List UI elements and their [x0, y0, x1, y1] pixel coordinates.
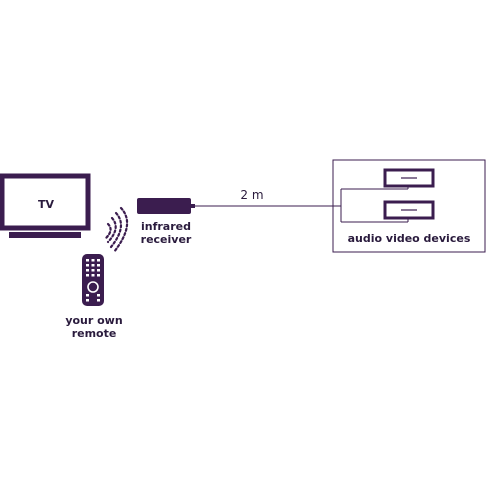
infrared-receiver-label: infrared receiver	[127, 220, 205, 246]
cable-length-label: 2 m	[240, 188, 264, 202]
remote-icon	[82, 254, 104, 306]
tv-label: TV	[37, 198, 55, 211]
infrared-signal-icon	[104, 206, 129, 254]
av-devices-box	[332, 159, 486, 253]
tv-icon	[0, 173, 91, 238]
av-devices-label: audio video devices	[347, 232, 471, 245]
infrared-receiver-label-line-2: receiver	[140, 233, 192, 246]
av-device-icon	[383, 200, 435, 220]
remote-label: your own remote	[52, 314, 136, 340]
remote-label-line-2: remote	[71, 327, 117, 340]
infrared-receiver-label-line-1: infrared	[141, 220, 191, 233]
remote-label-line-1: your own	[65, 314, 123, 327]
infrared-receiver-icon	[137, 198, 195, 214]
av-device-icon	[383, 168, 435, 188]
